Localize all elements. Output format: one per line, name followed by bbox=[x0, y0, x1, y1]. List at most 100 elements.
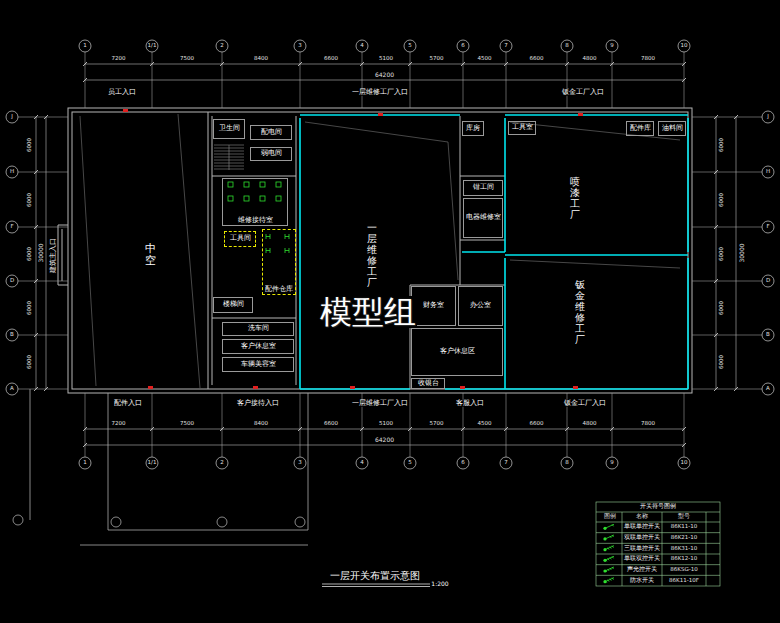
room-box: 钳工间 bbox=[463, 180, 503, 196]
dimension-label: 4800 bbox=[582, 56, 598, 62]
dimension-line bbox=[85, 429, 684, 430]
dimension-tick bbox=[461, 427, 465, 431]
room-box: 配电间 bbox=[250, 125, 292, 140]
dimension-line bbox=[85, 64, 684, 65]
dimension-label: 6000 bbox=[27, 192, 33, 208]
axis-label: 4 bbox=[359, 460, 365, 466]
axis-circle bbox=[457, 40, 469, 52]
axis-circle bbox=[762, 166, 774, 178]
legend-text: 声光控开关 bbox=[626, 567, 658, 573]
dimension-tick bbox=[408, 62, 412, 66]
dimension-tick bbox=[298, 427, 302, 431]
entrance-label: 员工入口 bbox=[107, 89, 137, 96]
room-name: 电器维修室 bbox=[466, 214, 501, 221]
axis-circle bbox=[762, 383, 774, 395]
entrance-label: 一层维修工厂入口 bbox=[351, 89, 409, 96]
dimension-label: 7200 bbox=[111, 56, 127, 62]
axis-label: J bbox=[10, 114, 14, 120]
dimension-tick bbox=[610, 427, 614, 431]
dimension-tick bbox=[714, 115, 718, 119]
room-name: 客户休息室 bbox=[241, 343, 276, 350]
room-name: 配件库 bbox=[630, 125, 651, 132]
grid-line bbox=[692, 172, 762, 173]
dimension-label: 6000 bbox=[27, 354, 33, 370]
axis-label: 8 bbox=[564, 43, 570, 49]
room-name: 办公室 bbox=[470, 302, 491, 309]
axis-circle bbox=[606, 40, 618, 52]
room-box: 配件库 bbox=[626, 121, 654, 136]
axis-circle bbox=[561, 40, 573, 52]
dimension-tick bbox=[610, 62, 614, 66]
axis-label: D bbox=[765, 278, 771, 284]
dimension-tick bbox=[682, 62, 686, 66]
dimension-label: 5100 bbox=[378, 421, 394, 427]
axis-circle bbox=[500, 457, 512, 469]
dimension-tick bbox=[565, 62, 569, 66]
axis-label: J bbox=[766, 114, 770, 120]
grid-line bbox=[152, 393, 153, 457]
axis-circle bbox=[404, 457, 416, 469]
dimension-tick bbox=[714, 333, 718, 337]
room-name: 配电间 bbox=[261, 129, 282, 136]
dimension-label: 7500 bbox=[179, 56, 195, 62]
dimension-tick bbox=[34, 279, 38, 283]
dimension-tick bbox=[34, 333, 38, 337]
dimension-tick bbox=[682, 78, 686, 82]
dimension-tick bbox=[44, 115, 48, 119]
dimension-tick bbox=[44, 387, 48, 391]
axis-label: 2 bbox=[219, 460, 225, 466]
room-box: 电器维修室 bbox=[463, 198, 503, 238]
room-box: 工具间 bbox=[224, 231, 256, 247]
axis-label: 5 bbox=[407, 43, 413, 49]
grid-line bbox=[684, 393, 685, 457]
dimension-tick bbox=[83, 443, 87, 447]
dimension-label: 4800 bbox=[582, 421, 598, 427]
legend-symbol bbox=[603, 535, 614, 541]
grid-line bbox=[692, 281, 762, 282]
legend-symbol bbox=[603, 556, 614, 562]
dimension-tick bbox=[360, 62, 364, 66]
room-name: 楼梯间 bbox=[223, 301, 244, 308]
axis-circle bbox=[79, 457, 91, 469]
room-name: 维修接待室 bbox=[238, 217, 273, 224]
legend-text: 双联单控开关 bbox=[623, 535, 661, 541]
axis-circle bbox=[6, 275, 18, 287]
table-cell: 86K11-10 bbox=[670, 525, 699, 531]
grid-line bbox=[300, 393, 301, 457]
dimension-label: 4500 bbox=[477, 421, 493, 427]
room-box: 洗车间 bbox=[222, 322, 294, 336]
table-cell: 86K21-10 bbox=[670, 535, 699, 541]
axis-label: A bbox=[9, 386, 15, 392]
dimension-tick bbox=[220, 427, 224, 431]
room-name: 钣金维修工厂 bbox=[575, 279, 585, 345]
grid-line bbox=[692, 227, 762, 228]
dimension-tick bbox=[83, 62, 87, 66]
room-box: 收银台 bbox=[411, 378, 445, 389]
dimension-tick bbox=[34, 387, 38, 391]
dimension-tick bbox=[682, 443, 686, 447]
axis-circle bbox=[294, 457, 306, 469]
axis-circle bbox=[356, 457, 368, 469]
axis-circle bbox=[762, 329, 774, 341]
axis-label: 2 bbox=[219, 43, 225, 49]
grid-line bbox=[692, 335, 762, 336]
axis-label: 3 bbox=[297, 43, 303, 49]
dimension-label: 8400 bbox=[253, 56, 269, 62]
dimension-tick bbox=[734, 115, 738, 119]
dimension-label: 7800 bbox=[640, 56, 656, 62]
table-cell: 86K11-10F bbox=[668, 578, 700, 584]
legend-symbol bbox=[603, 546, 614, 552]
dimension-tick bbox=[714, 279, 718, 283]
room-name: 配件仓库 bbox=[265, 286, 293, 293]
room-area: 钣金维修工厂 bbox=[565, 262, 595, 362]
dimension-label: 30000 bbox=[38, 242, 44, 263]
room-box: 卫生间 bbox=[213, 119, 245, 139]
room-name: 一层维修工厂 bbox=[367, 222, 377, 288]
axis-circle bbox=[146, 457, 158, 469]
grid-line bbox=[18, 335, 68, 336]
entrance-label: 钣金工厂入口 bbox=[561, 89, 605, 96]
dimension-tick bbox=[714, 225, 718, 229]
room-box: 维修接待室 bbox=[222, 178, 288, 226]
dimension-line bbox=[736, 117, 737, 389]
dimension-line bbox=[85, 80, 684, 81]
